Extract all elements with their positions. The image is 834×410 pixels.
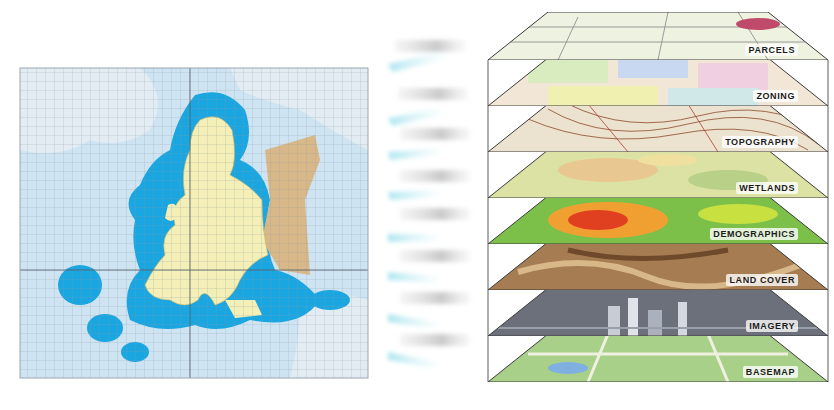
map-layer: IMAGERY: [488, 288, 828, 336]
map-layer: BASEMAP: [488, 334, 828, 382]
map-layer: PARCELS: [488, 12, 828, 60]
layer-label: BASEMAP: [743, 366, 798, 378]
stack-posts: [488, 12, 828, 382]
layer-label: PARCELS: [745, 44, 798, 56]
layer-label: IMAGERY: [746, 320, 798, 332]
layer-label: TOPOGRAPHY: [722, 136, 798, 148]
map-layer: TOPOGRAPHY: [488, 104, 828, 152]
europe-map: [20, 68, 368, 378]
map-layer: WETLANDS: [488, 150, 828, 198]
flow-streaks: [388, 40, 470, 369]
layer-label: ZONING: [753, 90, 798, 102]
map-layer: DEMOGRAPHICS: [488, 196, 828, 244]
layer-label: DEMOGRAPHICS: [710, 228, 798, 240]
map-layer: ZONING: [488, 58, 828, 106]
layer-label: WETLANDS: [736, 182, 798, 194]
map-layer: LAND COVER: [488, 242, 828, 290]
layer-label: LAND COVER: [726, 274, 798, 286]
